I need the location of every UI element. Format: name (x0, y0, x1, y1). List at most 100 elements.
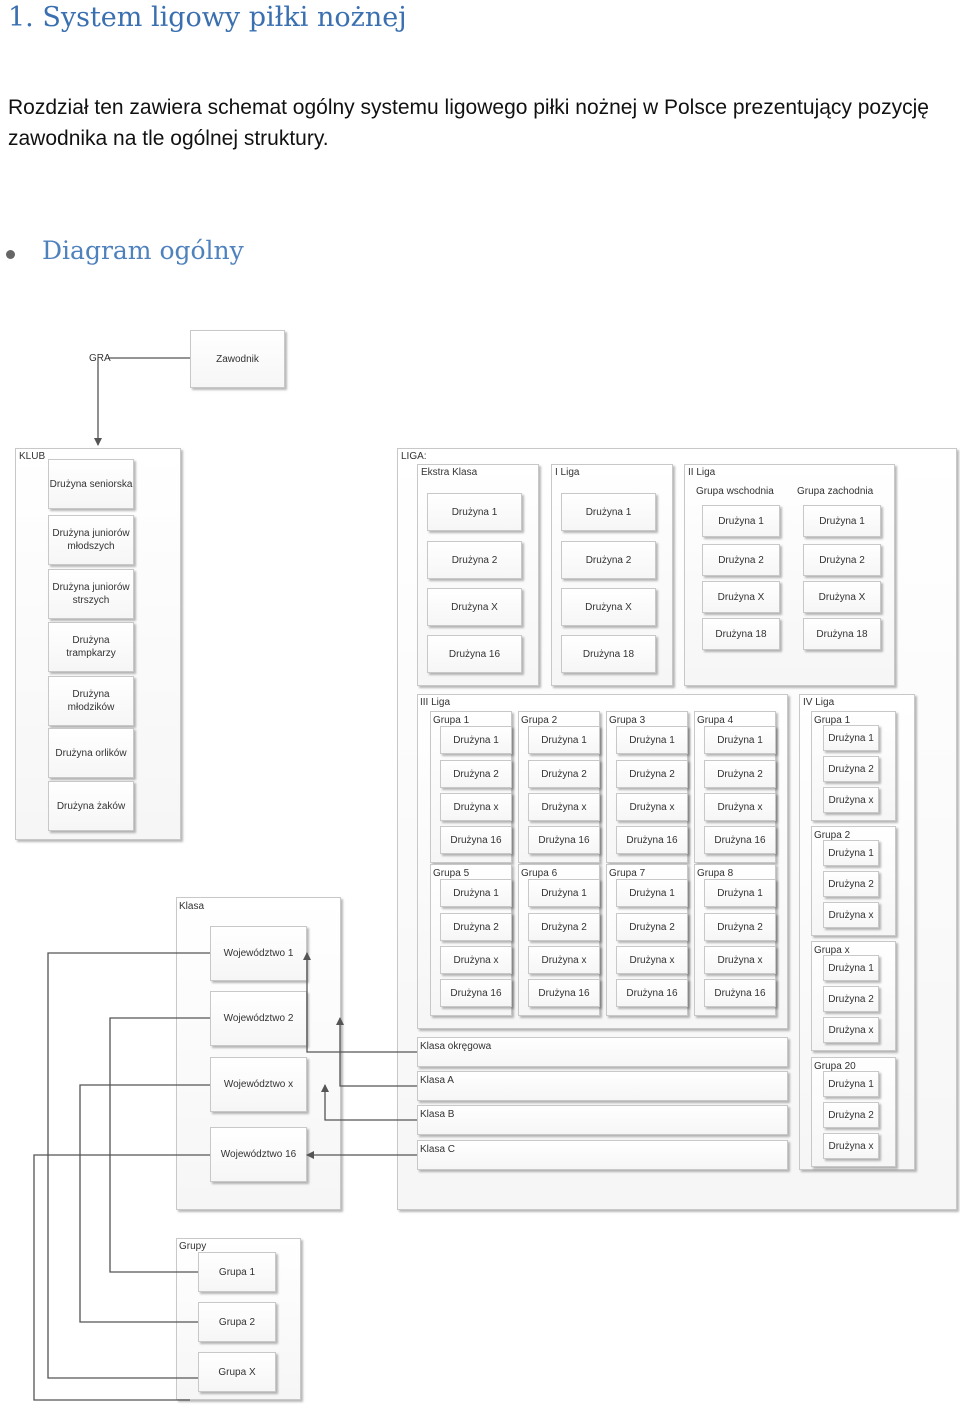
team-box: Drużyna 2 (702, 544, 780, 576)
klub-team-box: Drużyna juniorów młodszych (48, 515, 134, 565)
team-box: Drużyna x (528, 946, 600, 974)
team-box: Drużyna 2 (561, 541, 656, 579)
connector-line (321, 1084, 417, 1121)
intro-paragraph: Rozdział ten zawiera schemat ogólny syst… (8, 96, 929, 150)
connector-line (336, 1017, 417, 1087)
team-box: Drużyna X (561, 588, 656, 626)
team-box: Drużyna 1 (440, 879, 512, 907)
group-title: Grupa 6 (521, 868, 558, 879)
lower-class-box (417, 1105, 788, 1135)
klub-team-box: Drużyna żaków (48, 781, 134, 831)
group-title: Grupa 7 (609, 868, 646, 879)
group-title: Grupa 5 (433, 868, 470, 879)
team-box: Drużyna 1 (704, 726, 776, 754)
grupa-box: Grupa 2 (198, 1302, 276, 1342)
group-title: Grupa 2 (814, 830, 851, 841)
klub-team-box: Drużyna juniorów strszych (48, 569, 134, 619)
team-box: Drużyna 2 (803, 544, 881, 576)
lower-class-label: Klasa A (420, 1075, 454, 1086)
team-box: Drużyna 16 (528, 979, 600, 1007)
group-title: Grupa 1 (433, 715, 470, 726)
team-box: Drużyna 2 (528, 760, 600, 788)
lower-class-label: Klasa B (420, 1109, 455, 1120)
team-box: Drużyna x (823, 787, 879, 813)
team-box: Drużyna 2 (528, 913, 600, 941)
team-box: Drużyna 2 (440, 913, 512, 941)
league-i-liga-title: I Liga (555, 467, 580, 478)
group-title: Grupa wschodnia (696, 486, 774, 497)
group-title: Grupa 20 (814, 1061, 856, 1072)
connector-line (33, 1154, 210, 1401)
team-box: Drużyna x (704, 946, 776, 974)
klub-team-box: Drużyna orlików (48, 728, 134, 778)
lower-class-box (417, 1037, 788, 1067)
team-box: Drużyna 1 (823, 725, 879, 751)
team-box: Drużyna 18 (561, 635, 656, 673)
team-box: Drużyna x (616, 946, 688, 974)
team-box: Drużyna 16 (616, 826, 688, 854)
team-box: Drużyna 1 (823, 1071, 879, 1097)
liga-title: LIGA: (401, 451, 427, 462)
wojewodztwo-box: Województwo 16 (210, 1127, 307, 1182)
team-box: Drużyna x (704, 793, 776, 821)
wojewodztwo-box: Województwo 2 (210, 991, 307, 1046)
league-iii-liga-title: III Liga (420, 697, 451, 708)
league-ekstra-title: Ekstra Klasa (421, 467, 478, 478)
team-box: Drużyna 1 (528, 726, 600, 754)
team-box: Drużyna 16 (616, 979, 688, 1007)
team-box: Drużyna 1 (704, 879, 776, 907)
group-title: Grupa zachodnia (797, 486, 874, 497)
team-box: Drużyna 2 (823, 756, 879, 782)
klub-team-box: Drużyna trampkarzy (48, 622, 134, 672)
team-box: Drużyna 2 (704, 913, 776, 941)
team-box: Drużyna x (440, 793, 512, 821)
team-box: Drużyna 1 (702, 505, 780, 537)
team-box: Drużyna 1 (440, 726, 512, 754)
connector-line (79, 1084, 210, 1323)
team-box: Drużyna 1 (427, 493, 522, 531)
klasa-title: Klasa (179, 901, 205, 912)
team-box: Drużyna 18 (702, 618, 780, 650)
team-box: Drużyna 1 (616, 879, 688, 907)
bullet-icon (6, 250, 15, 259)
team-box: Drużyna 16 (704, 979, 776, 1007)
section-subheading: Diagram ogólny (42, 236, 244, 265)
team-box: Drużyna x (440, 946, 512, 974)
team-box: Drużyna 2 (704, 760, 776, 788)
team-box: Drużyna x (528, 793, 600, 821)
team-box: Drużyna 2 (823, 986, 879, 1012)
team-box: Drużyna 1 (803, 505, 881, 537)
team-box: Drużyna 16 (704, 826, 776, 854)
team-box: Drużyna x (823, 1133, 879, 1159)
team-box: Drużyna 16 (440, 979, 512, 1007)
team-box: Drużyna 1 (528, 879, 600, 907)
team-box: Drużyna 1 (561, 493, 656, 531)
group-title: Grupa x (814, 945, 850, 956)
group-title: Grupa 3 (609, 715, 646, 726)
team-box: Drużyna x (823, 902, 879, 928)
connector-line (109, 1017, 210, 1273)
group-title: Grupa 2 (521, 715, 558, 726)
team-box: Drużyna 18 (803, 618, 881, 650)
klub-team-box: Drużyna seniorska (48, 459, 134, 509)
team-box: Drużyna X (427, 588, 522, 626)
team-box: Drużyna 2 (440, 760, 512, 788)
group-title: Grupa 4 (697, 715, 734, 726)
team-box: Drużyna 1 (616, 726, 688, 754)
league-ii-liga-title: II Liga (688, 467, 716, 478)
team-box: Drużyna X (803, 581, 881, 613)
team-box: Drużyna X (702, 581, 780, 613)
lower-class-label: Klasa C (420, 1144, 456, 1155)
zawodnik-box: Zawodnik (190, 330, 285, 388)
klub-title: KLUB (19, 451, 46, 462)
gra-label: GRA (89, 353, 111, 364)
team-box: Drużyna 16 (440, 826, 512, 854)
team-box: Drużyna 2 (823, 1102, 879, 1128)
page-heading: 1. System ligowy piłki nożnej (8, 2, 407, 33)
team-box: Drużyna x (823, 1017, 879, 1043)
grupa-box: Grupa X (198, 1352, 276, 1392)
klub-team-box: Drużyna młodzików (48, 676, 134, 726)
lower-class-box (417, 1071, 788, 1101)
